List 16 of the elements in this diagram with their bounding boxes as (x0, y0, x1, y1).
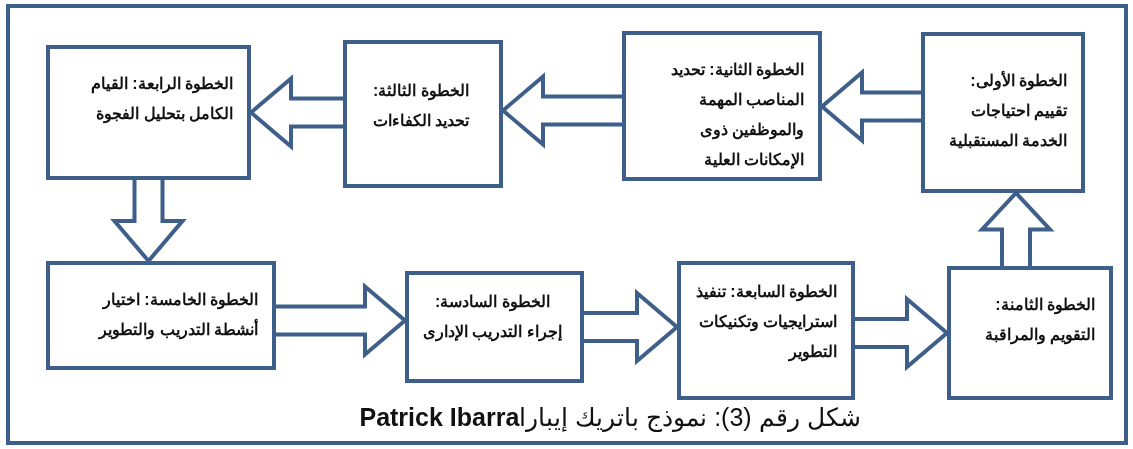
step-text: الخطوة الرابعة: القيام الكامل بتحليل الفجوة (89, 74, 233, 126)
step-text: الخطوة السادسة: إجراء التدريب الإدارى (422, 292, 563, 344)
step-box (947, 266, 1113, 400)
step-box (46, 45, 251, 180)
step-box (622, 31, 822, 181)
step-box (46, 261, 276, 370)
step-text: الخطوة الثانية: تحديد المناصب المهمة والموظفين ذوى الإمكانات العلية (669, 60, 804, 171)
step-text: الخطوة الأولى: تقييم احتياجات الخدمة المستقبلية (947, 70, 1067, 151)
step-text: الخطوة السابعة: تنفيذ استرايجيات وتكنيكات التطوير (694, 282, 837, 364)
step-text: الخطوة الثامنة: التقويم والمراقبة (983, 295, 1095, 347)
step-text: الخطوة الثالثة: تحديد الكفاءات (371, 81, 471, 131)
step-text: الخطوة الخامسة: اختيار أنشطة التدريب والتطوير (97, 290, 258, 342)
step-box (343, 40, 503, 188)
step-box (921, 32, 1085, 193)
step-box (405, 271, 584, 383)
step-box (677, 261, 855, 400)
